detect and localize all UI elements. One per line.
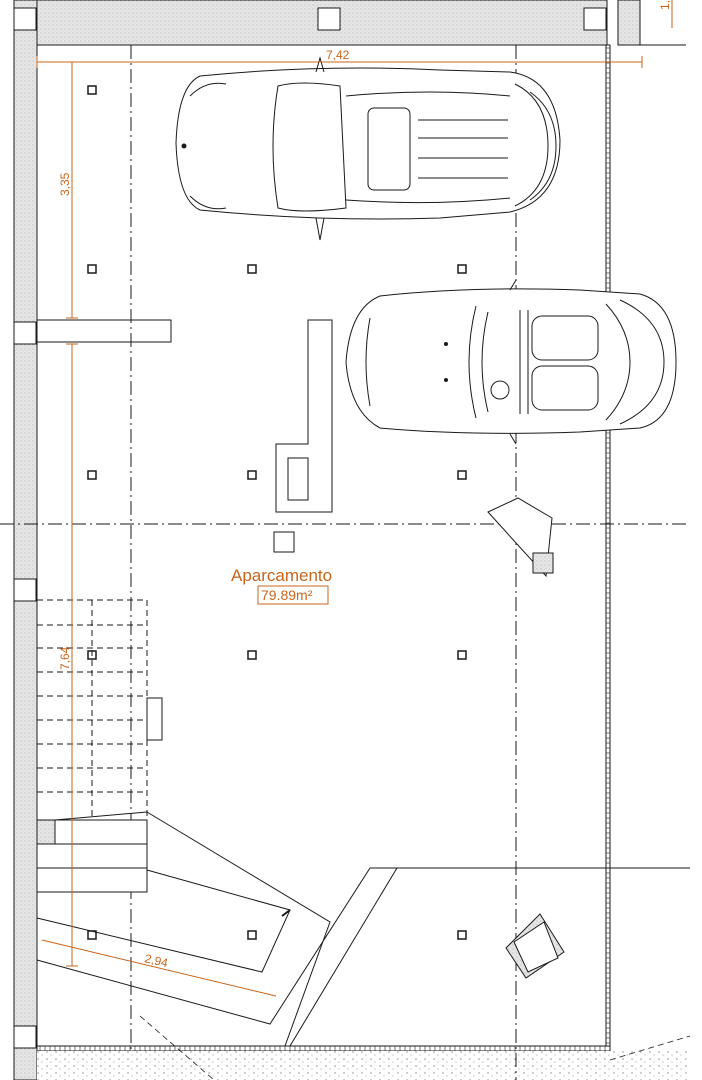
bottom-guides [139, 1015, 691, 1080]
dim-left-upper: 3,35 [58, 172, 72, 196]
wall-top-right [617, 0, 641, 46]
wall-bottom [36, 1045, 611, 1052]
dim-left-lower: 7,64 [58, 646, 72, 670]
column-marker [247, 650, 257, 660]
planter-objects [487, 497, 565, 979]
column-marker [457, 264, 467, 274]
column-marker [457, 470, 467, 480]
wall-left [13, 0, 38, 1080]
column-marker [247, 264, 257, 274]
dim-top-width: 7,42 [326, 48, 350, 62]
car-convertible-icon [345, 279, 677, 445]
column-marker [247, 930, 257, 940]
ramp [36, 811, 690, 1047]
walls [13, 0, 686, 1080]
dim-corner: 1, [658, 0, 672, 10]
wall-stub [36, 319, 172, 343]
column-marker [87, 470, 97, 480]
column-marker [457, 650, 467, 660]
wall-ticks [39, 47, 610, 1051]
dim-ramp: 2,94 [143, 951, 169, 970]
column-marker [87, 264, 97, 274]
wall-niche [146, 697, 163, 741]
column-marker [457, 930, 467, 940]
wall-right [605, 44, 611, 1051]
column-marker [87, 85, 97, 95]
stair [36, 811, 148, 893]
car-suv-icon [175, 56, 561, 241]
gravel-area [37, 1051, 687, 1080]
dimension-lines [36, 0, 673, 997]
grid-axes [0, 45, 690, 1080]
pillars [13, 7, 607, 1049]
dimension-labels: 7,42 3,35 7,64 2,94 1, [58, 0, 672, 970]
room-area: 79.89m² [261, 587, 313, 603]
column-marker [247, 470, 257, 480]
room-name: Aparcamento [231, 566, 332, 585]
